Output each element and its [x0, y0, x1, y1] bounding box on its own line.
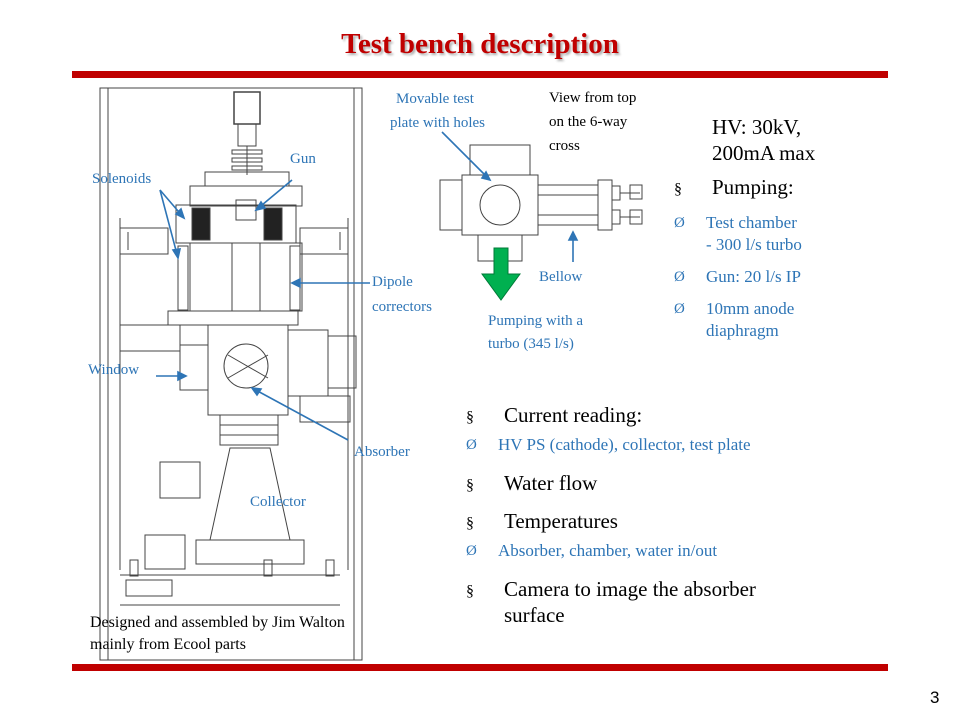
slide-title: Test bench description — [341, 28, 619, 60]
anode-line1: 10mm anode — [706, 299, 795, 318]
bullet-current-sub: Ø HV PS (cathode), collector, test plate — [466, 434, 936, 456]
square-bullet-icon: § — [466, 583, 474, 600]
temps-sub-text: Absorber, chamber, water in/out — [498, 541, 718, 560]
credit-line1: Designed and assembled by Jim Walton — [90, 614, 345, 631]
test-chamber-line1: Test chamber — [706, 213, 797, 232]
movable-plate-label-line2: plate with holes — [390, 115, 485, 131]
bullet-camera: § Camera to image the absorber surface — [466, 576, 936, 628]
arrow-bullet-icon: Ø — [674, 269, 685, 285]
credit-note: Designed and assembled by Jim Walton mai… — [90, 612, 430, 656]
bullet-hv: HV: 30kV, 200mA max — [674, 114, 924, 166]
test-chamber-line2: - 300 l/s turbo — [706, 235, 802, 254]
bullet-temperatures: § Temperatures — [466, 508, 936, 534]
pumping-label-line2: turbo (345 l/s) — [488, 336, 574, 352]
collector-label: Collector — [250, 494, 306, 510]
camera-line1: Camera to image the absorber — [504, 577, 756, 601]
hv-line2: 200mA max — [712, 141, 816, 165]
pumping-label-line1: Pumping with a — [488, 313, 584, 329]
correctors-label: correctors — [372, 299, 432, 315]
right-bullet-list: HV: 30kV, 200mA max § Pumping: Ø Test ch… — [674, 114, 924, 352]
absorber-label: Absorber — [354, 444, 410, 460]
square-bullet-icon: § — [466, 477, 474, 494]
lower-bullet-list: § Current reading: Ø HV PS (cathode), co… — [466, 402, 936, 640]
movable-plate-label-line1: Movable test — [396, 91, 474, 107]
bullet-current: § Current reading: — [466, 402, 936, 428]
bottom-rule — [72, 664, 888, 671]
square-bullet-icon: § — [466, 515, 474, 532]
bullet-gun-ip: Ø Gun: 20 l/s IP — [674, 266, 924, 288]
arrow-bullet-icon: Ø — [466, 543, 477, 559]
bullet-test-chamber: Ø Test chamber - 300 l/s turbo — [674, 212, 924, 256]
arrow-bullet-icon: Ø — [674, 301, 685, 317]
gun-label: Gun — [290, 151, 316, 167]
hv-line1: HV: 30kV, — [712, 115, 802, 139]
temps-text: Temperatures — [504, 509, 618, 533]
current-text: Current reading: — [504, 403, 643, 427]
page-number: 3 — [930, 688, 940, 707]
square-bullet-icon: § — [466, 409, 474, 426]
square-bullet-icon: § — [674, 181, 682, 198]
pumping-text: Pumping: — [712, 175, 794, 199]
top-view-label-line3: cross — [549, 138, 580, 154]
credit-line2: mainly from Ecool parts — [90, 636, 246, 653]
dipole-label: Dipole — [372, 274, 413, 290]
solenoids-label: Solenoids — [92, 171, 152, 187]
top-view-label-line2: on the 6-way — [549, 114, 628, 130]
bullet-pumping: § Pumping: — [674, 174, 924, 200]
window-label: Window — [88, 362, 140, 378]
current-sub-text: HV PS (cathode), collector, test plate — [498, 435, 751, 454]
arrow-bullet-icon: Ø — [674, 215, 685, 231]
top-rule — [72, 71, 888, 78]
pumping-arrow — [481, 247, 521, 301]
anode-line2: diaphragm — [706, 321, 779, 340]
arrow-bullet-icon: Ø — [466, 437, 477, 453]
bullet-temps-sub: Ø Absorber, chamber, water in/out — [466, 540, 936, 562]
bullet-anode: Ø 10mm anode diaphragm — [674, 298, 924, 342]
top-view-label-line1: View from top — [549, 90, 637, 106]
water-text: Water flow — [504, 471, 598, 495]
bullet-water: § Water flow — [466, 470, 936, 496]
gun-ip-text: Gun: 20 l/s IP — [706, 267, 801, 286]
camera-line2: surface — [504, 603, 565, 627]
bellow-label: Bellow — [539, 269, 583, 285]
